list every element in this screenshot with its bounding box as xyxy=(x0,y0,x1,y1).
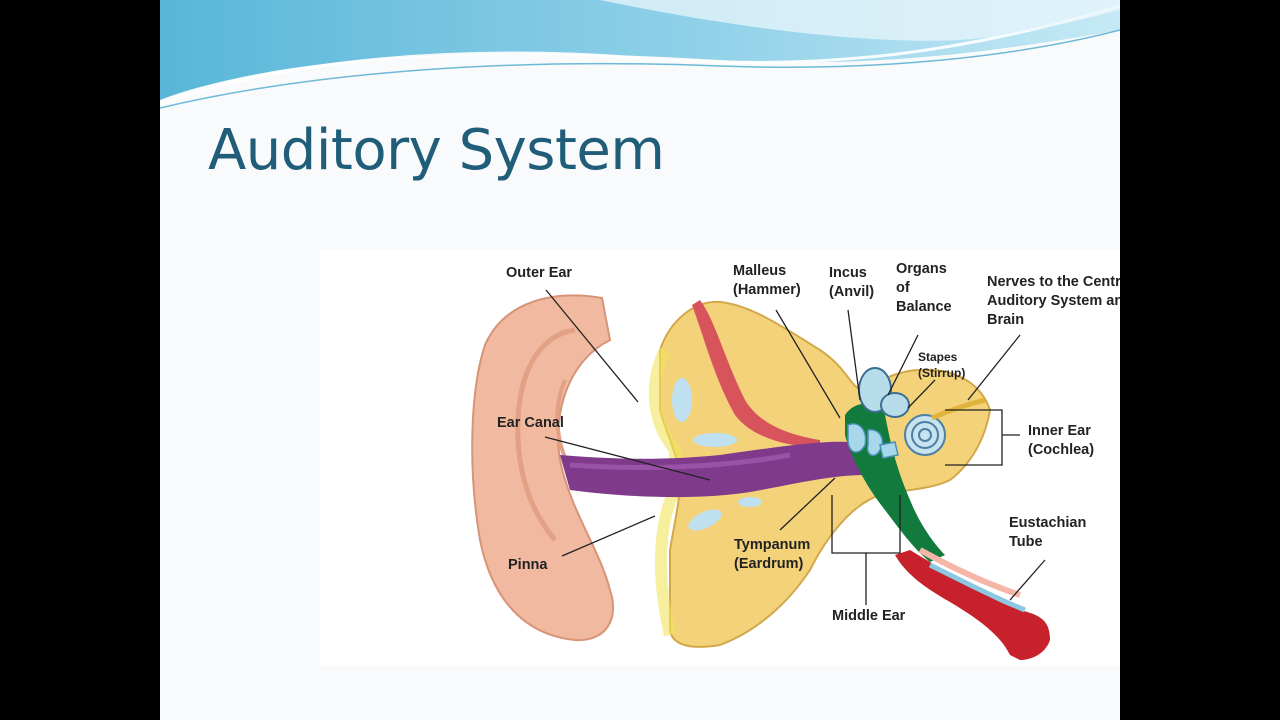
label-middle-ear: Middle Ear xyxy=(832,608,906,624)
ossicles xyxy=(847,423,899,459)
pinna-shape xyxy=(471,294,615,642)
decorative-banner xyxy=(160,0,1120,109)
label-nerves: Nerves to the Central Auditory System an… xyxy=(987,274,1120,328)
inner-ear-structures xyxy=(858,367,946,456)
label-outer-ear: Outer Ear xyxy=(506,265,573,281)
eustachian-tube xyxy=(895,547,1050,660)
label-inner-ear: Inner Ear (Cochlea) xyxy=(1028,423,1095,458)
label-organs-of-balance: Organs of Balance xyxy=(896,261,952,315)
pointer-lines xyxy=(544,289,1046,605)
label-stapes: Stapes (Stirrup) xyxy=(918,350,966,380)
label-malleus: Malleus (Hammer) xyxy=(733,263,801,298)
label-pinna: Pinna xyxy=(508,557,548,573)
ear-illustration xyxy=(320,250,1120,665)
slide-title: Auditory System xyxy=(208,118,665,183)
label-ear-canal: Ear Canal xyxy=(497,415,564,431)
ear-anatomy-diagram: Outer Ear Malleus (Hammer) Incus (Anvil)… xyxy=(320,250,1120,665)
slide: Auditory System xyxy=(160,0,1120,720)
label-incus: Incus (Anvil) xyxy=(829,265,875,300)
label-tympanum: Tympanum (Eardrum) xyxy=(734,537,811,572)
label-eustachian-tube: Eustachian Tube xyxy=(1009,515,1087,550)
